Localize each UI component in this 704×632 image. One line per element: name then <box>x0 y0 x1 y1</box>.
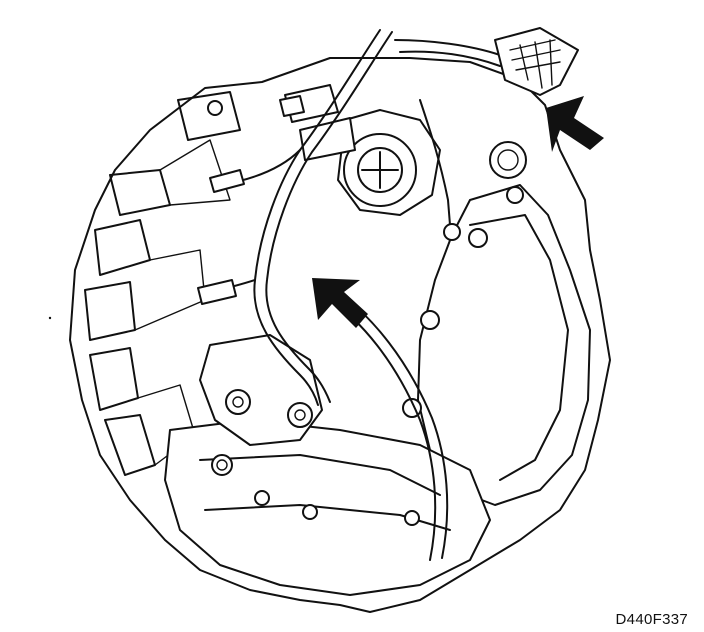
stray-mark <box>48 316 52 320</box>
mount-boss <box>284 84 441 216</box>
sensor-body <box>199 334 323 446</box>
wiring-harness <box>197 29 501 561</box>
arrow-center-icon <box>312 278 368 328</box>
figure-code-label: D440F337 <box>615 611 688 628</box>
valve-body-area <box>164 419 491 596</box>
harness-connector <box>494 27 579 96</box>
case-cover <box>402 141 591 506</box>
arrow-upper-right-icon <box>546 96 604 152</box>
